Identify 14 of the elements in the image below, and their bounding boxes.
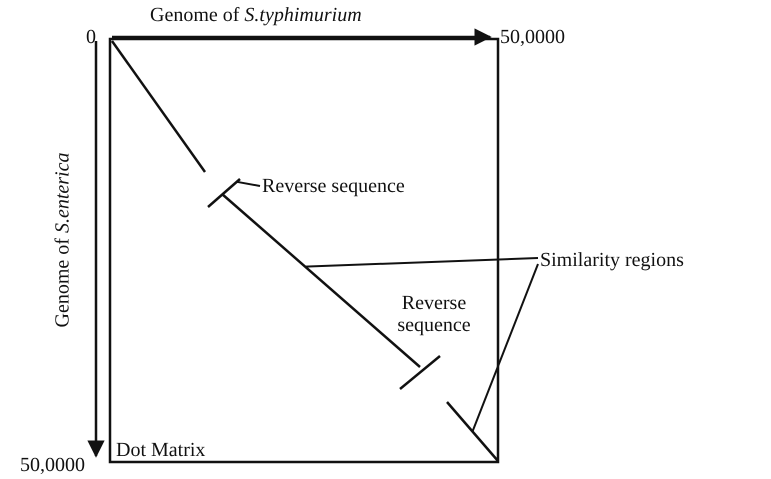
axis-title: Genome of S.typhimurium [150,4,362,26]
axis-tick-label: 50,0000 [500,26,565,48]
leader-line [236,180,260,187]
leader-line [305,257,538,268]
reverse-segment [207,178,241,208]
axis-tick-label: 0 [86,26,96,48]
axis-title: Genome of S.enterica [50,152,73,328]
axis-tick-label: 50,0000 [20,454,85,476]
callout-label: Similarity regions [540,249,684,271]
chart-title: Dot Matrix [116,439,206,461]
leader-line [472,264,539,432]
callout-label: Reverse sequence [396,292,472,336]
similarity-segment [446,401,499,462]
callout-label: Reverse sequence [262,175,405,197]
